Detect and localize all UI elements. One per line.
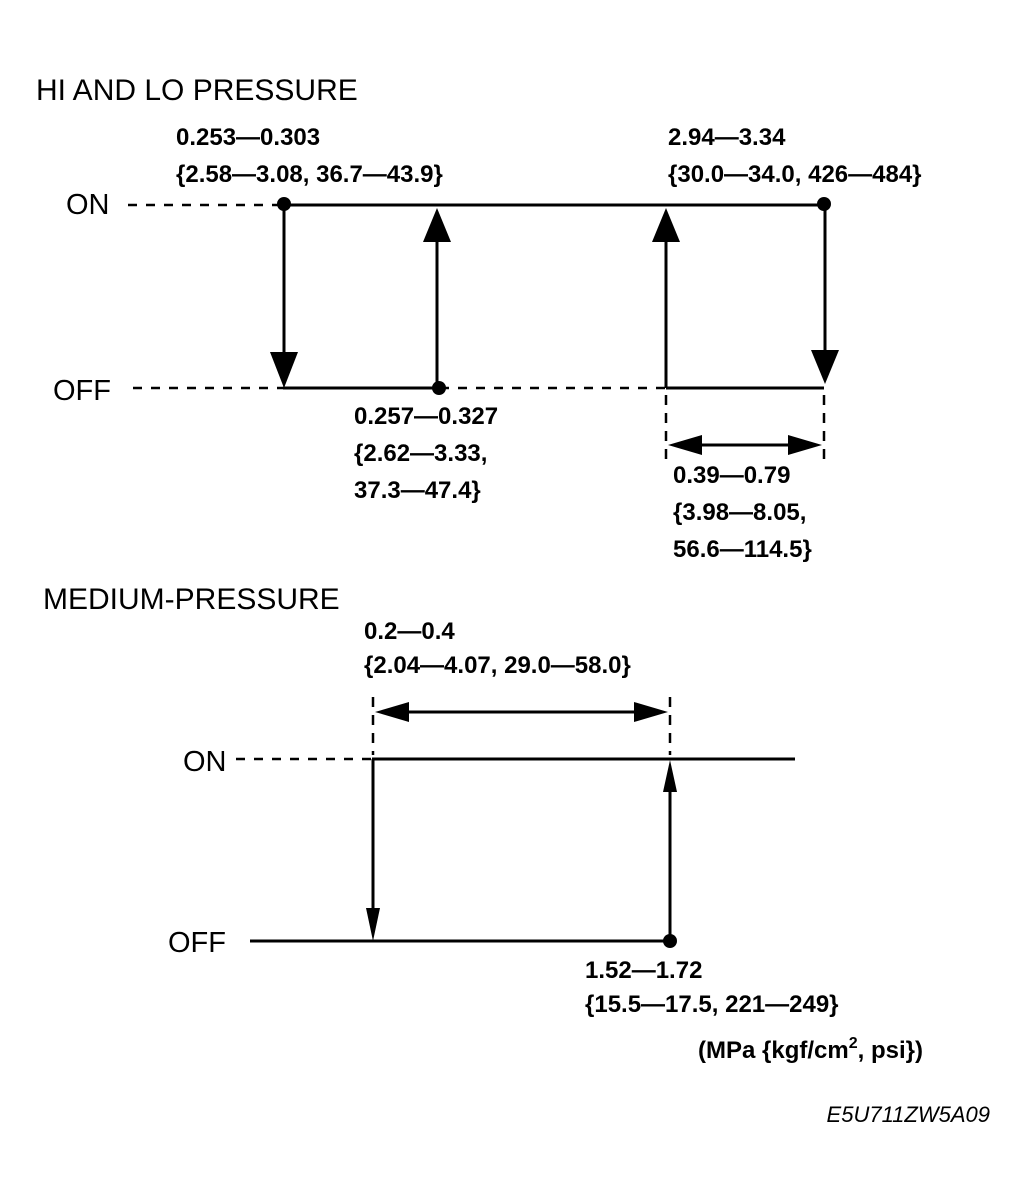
hi-lo-hysteresis-arrowhead-left bbox=[668, 435, 702, 455]
hi-lo-left-on-value-alt: {2.58—3.08, 36.7—43.9} bbox=[176, 161, 443, 188]
medium-off-value-mpa: 1.52—1.72 bbox=[585, 957, 702, 984]
medium-off-point bbox=[663, 934, 677, 948]
hi-lo-low-off-arrowhead bbox=[270, 352, 298, 388]
hi-lo-right-on-value-mpa: 2.94—3.34 bbox=[668, 124, 786, 151]
hi-lo-hysteresis-value-alt2: 56.6—114.5} bbox=[673, 536, 812, 563]
units-suffix: , psi}) bbox=[858, 1037, 923, 1064]
hi-lo-hysteresis-value-mpa: 0.39—0.79 bbox=[673, 462, 790, 489]
hi-lo-low-on-arrowhead bbox=[423, 208, 451, 242]
hi-lo-left-off-value-alt1: {2.62—3.33, bbox=[354, 440, 487, 467]
hi-lo-low-off-point bbox=[277, 197, 291, 211]
units-note: (MPa {kgf/cm2, psi}) bbox=[698, 1035, 923, 1064]
hi-lo-right-on-value-alt: {30.0—34.0, 426—484} bbox=[668, 161, 922, 188]
hi-lo-high-off-point bbox=[817, 197, 831, 211]
hi-lo-left-on-value-mpa: 0.253—0.303 bbox=[176, 124, 320, 151]
hi-lo-on-label: ON bbox=[66, 189, 110, 221]
units-prefix: (MPa {kgf/cm bbox=[698, 1037, 849, 1064]
hi-lo-high-off-arrowhead bbox=[811, 350, 839, 384]
hi-lo-hysteresis-arrowhead-right bbox=[788, 435, 822, 455]
hi-lo-left-off-value-alt2: 37.3—47.4} bbox=[354, 477, 481, 504]
medium-span-value-mpa: 0.2—0.4 bbox=[364, 618, 455, 645]
hi-lo-off-label: OFF bbox=[53, 375, 111, 407]
figure-code: E5U711ZW5A09 bbox=[827, 1102, 990, 1127]
medium-on-label: ON bbox=[183, 746, 227, 778]
hi-lo-left-off-value-mpa: 0.257—0.327 bbox=[354, 403, 498, 430]
medium-span-arrowhead-right bbox=[634, 702, 668, 722]
units-superscript: 2 bbox=[849, 1035, 858, 1052]
medium-on-arrowhead bbox=[663, 760, 677, 792]
medium-off-arrowhead bbox=[366, 908, 380, 941]
hi-lo-high-on-arrowhead bbox=[652, 208, 680, 242]
medium-span-arrowhead-left bbox=[375, 702, 409, 722]
hi-lo-low-on-point bbox=[432, 381, 446, 395]
medium-off-label: OFF bbox=[168, 927, 226, 959]
hi-lo-title: HI AND LO PRESSURE bbox=[36, 74, 358, 107]
hi-lo-hysteresis-value-alt1: {3.98—8.05, bbox=[673, 499, 806, 526]
medium-span-value-alt: {2.04—4.07, 29.0—58.0} bbox=[364, 652, 631, 679]
medium-title: MEDIUM-PRESSURE bbox=[43, 583, 340, 616]
medium-off-value-alt: {15.5—17.5, 221—249} bbox=[585, 991, 839, 1018]
